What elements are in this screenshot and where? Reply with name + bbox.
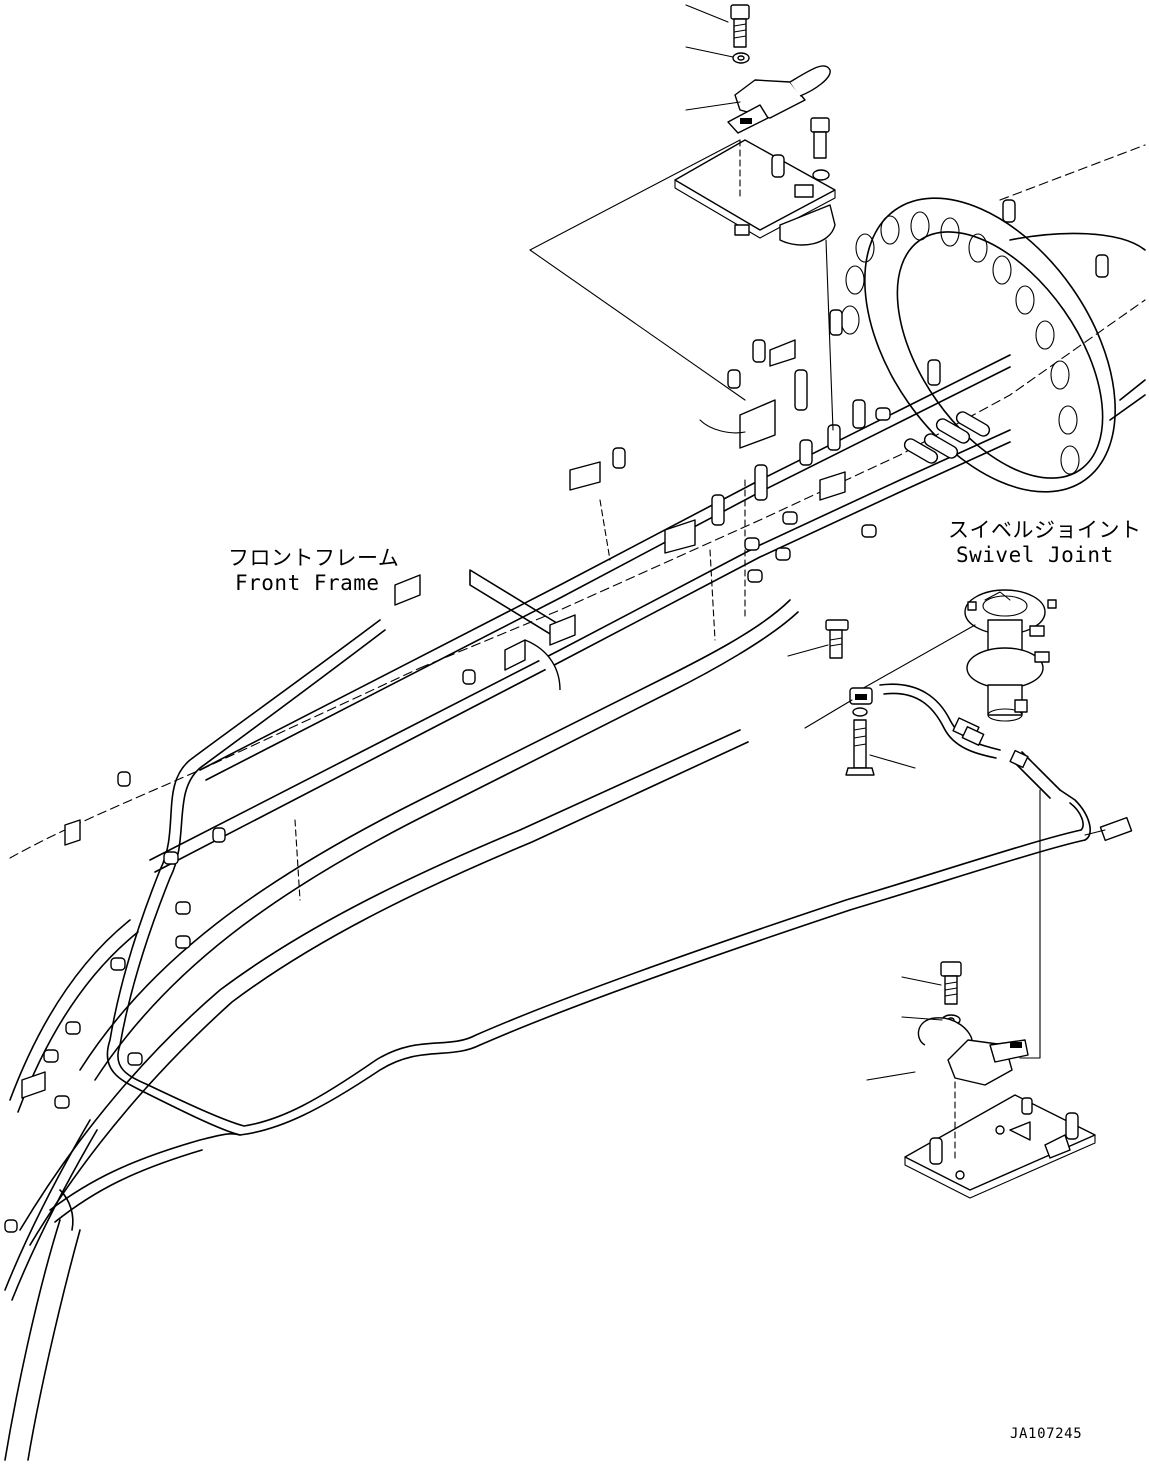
front-frame-label-en: Front Frame xyxy=(235,571,380,595)
front-frame-outline xyxy=(4,144,1146,1461)
drawing-code: JA107245 xyxy=(1010,1426,1083,1442)
swivel-sensor-fasteners xyxy=(787,619,985,776)
swivel-joint-label-en: Swivel Joint xyxy=(956,543,1114,567)
swivel-joint xyxy=(859,589,1057,722)
upper-sensor-assembly xyxy=(529,4,836,431)
front-frame-label-jp: フロントフレーム xyxy=(228,546,400,570)
frame-bosses xyxy=(4,199,1109,1233)
lower-sensor-assembly xyxy=(866,789,1096,1199)
swivel-joint-label-jp: スイベルジョイント xyxy=(948,518,1142,542)
